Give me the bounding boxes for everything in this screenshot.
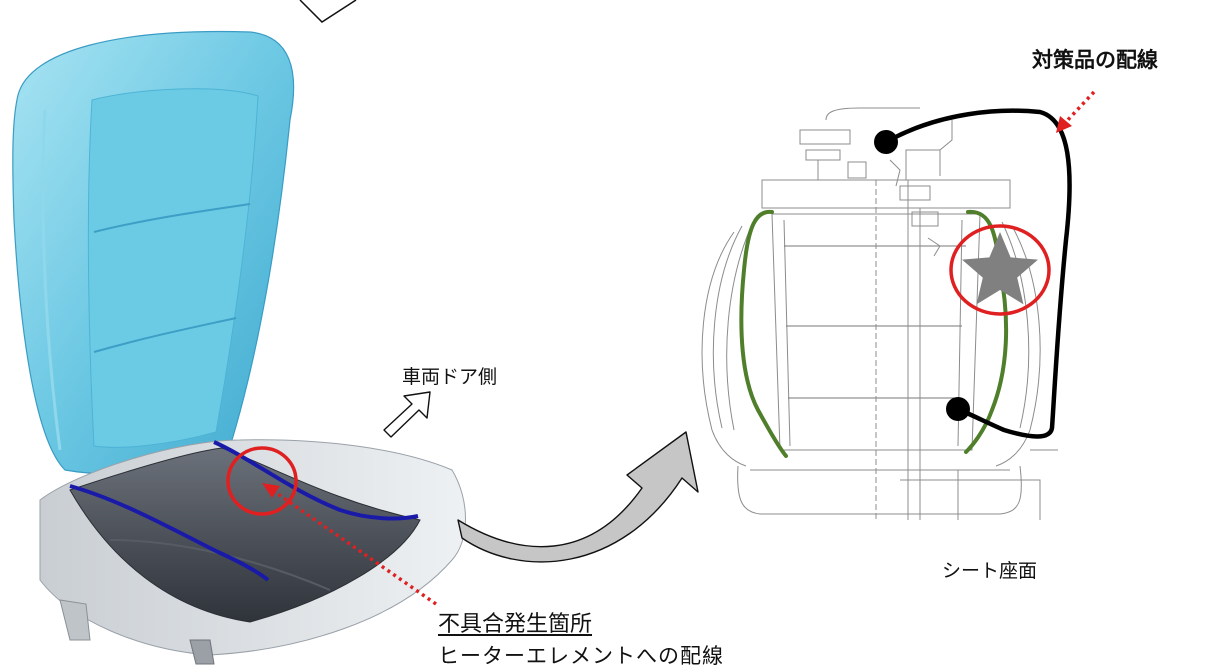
star-icon <box>962 232 1038 305</box>
countermeasure-highlight-circle <box>949 224 1051 316</box>
wire-endpoint-top <box>874 130 898 154</box>
seat-surface-drawing <box>701 107 1058 520</box>
original-wire-left <box>739 209 788 458</box>
seat-surface-label: シート座面 <box>942 560 1038 582</box>
defect-pointer-arrow <box>262 483 437 606</box>
heater-wire-front <box>69 484 270 582</box>
countermeasure-pointer-arrow <box>1056 90 1096 133</box>
countermeasure-wiring-label: 対策品の配線 <box>1032 48 1158 72</box>
outline-arrow-icon <box>383 391 431 438</box>
defect-highlight-circle <box>226 446 298 516</box>
heater-wire-rear <box>213 440 419 521</box>
seat-illustration <box>12 30 466 665</box>
heater-element-wiring-label: ヒーターエレメントへの配線 <box>438 644 724 668</box>
partial-outline-arrow-icon <box>299 0 357 23</box>
wire-endpoint-bottom <box>946 397 970 421</box>
countermeasure-wire <box>883 108 1072 439</box>
seat-cushion <box>69 447 421 623</box>
defect-location-label: 不具合発生箇所 <box>438 612 593 637</box>
vehicle-door-side-label: 車両ドア側 <box>402 366 498 388</box>
gray-curved-arrow-icon <box>457 431 699 563</box>
